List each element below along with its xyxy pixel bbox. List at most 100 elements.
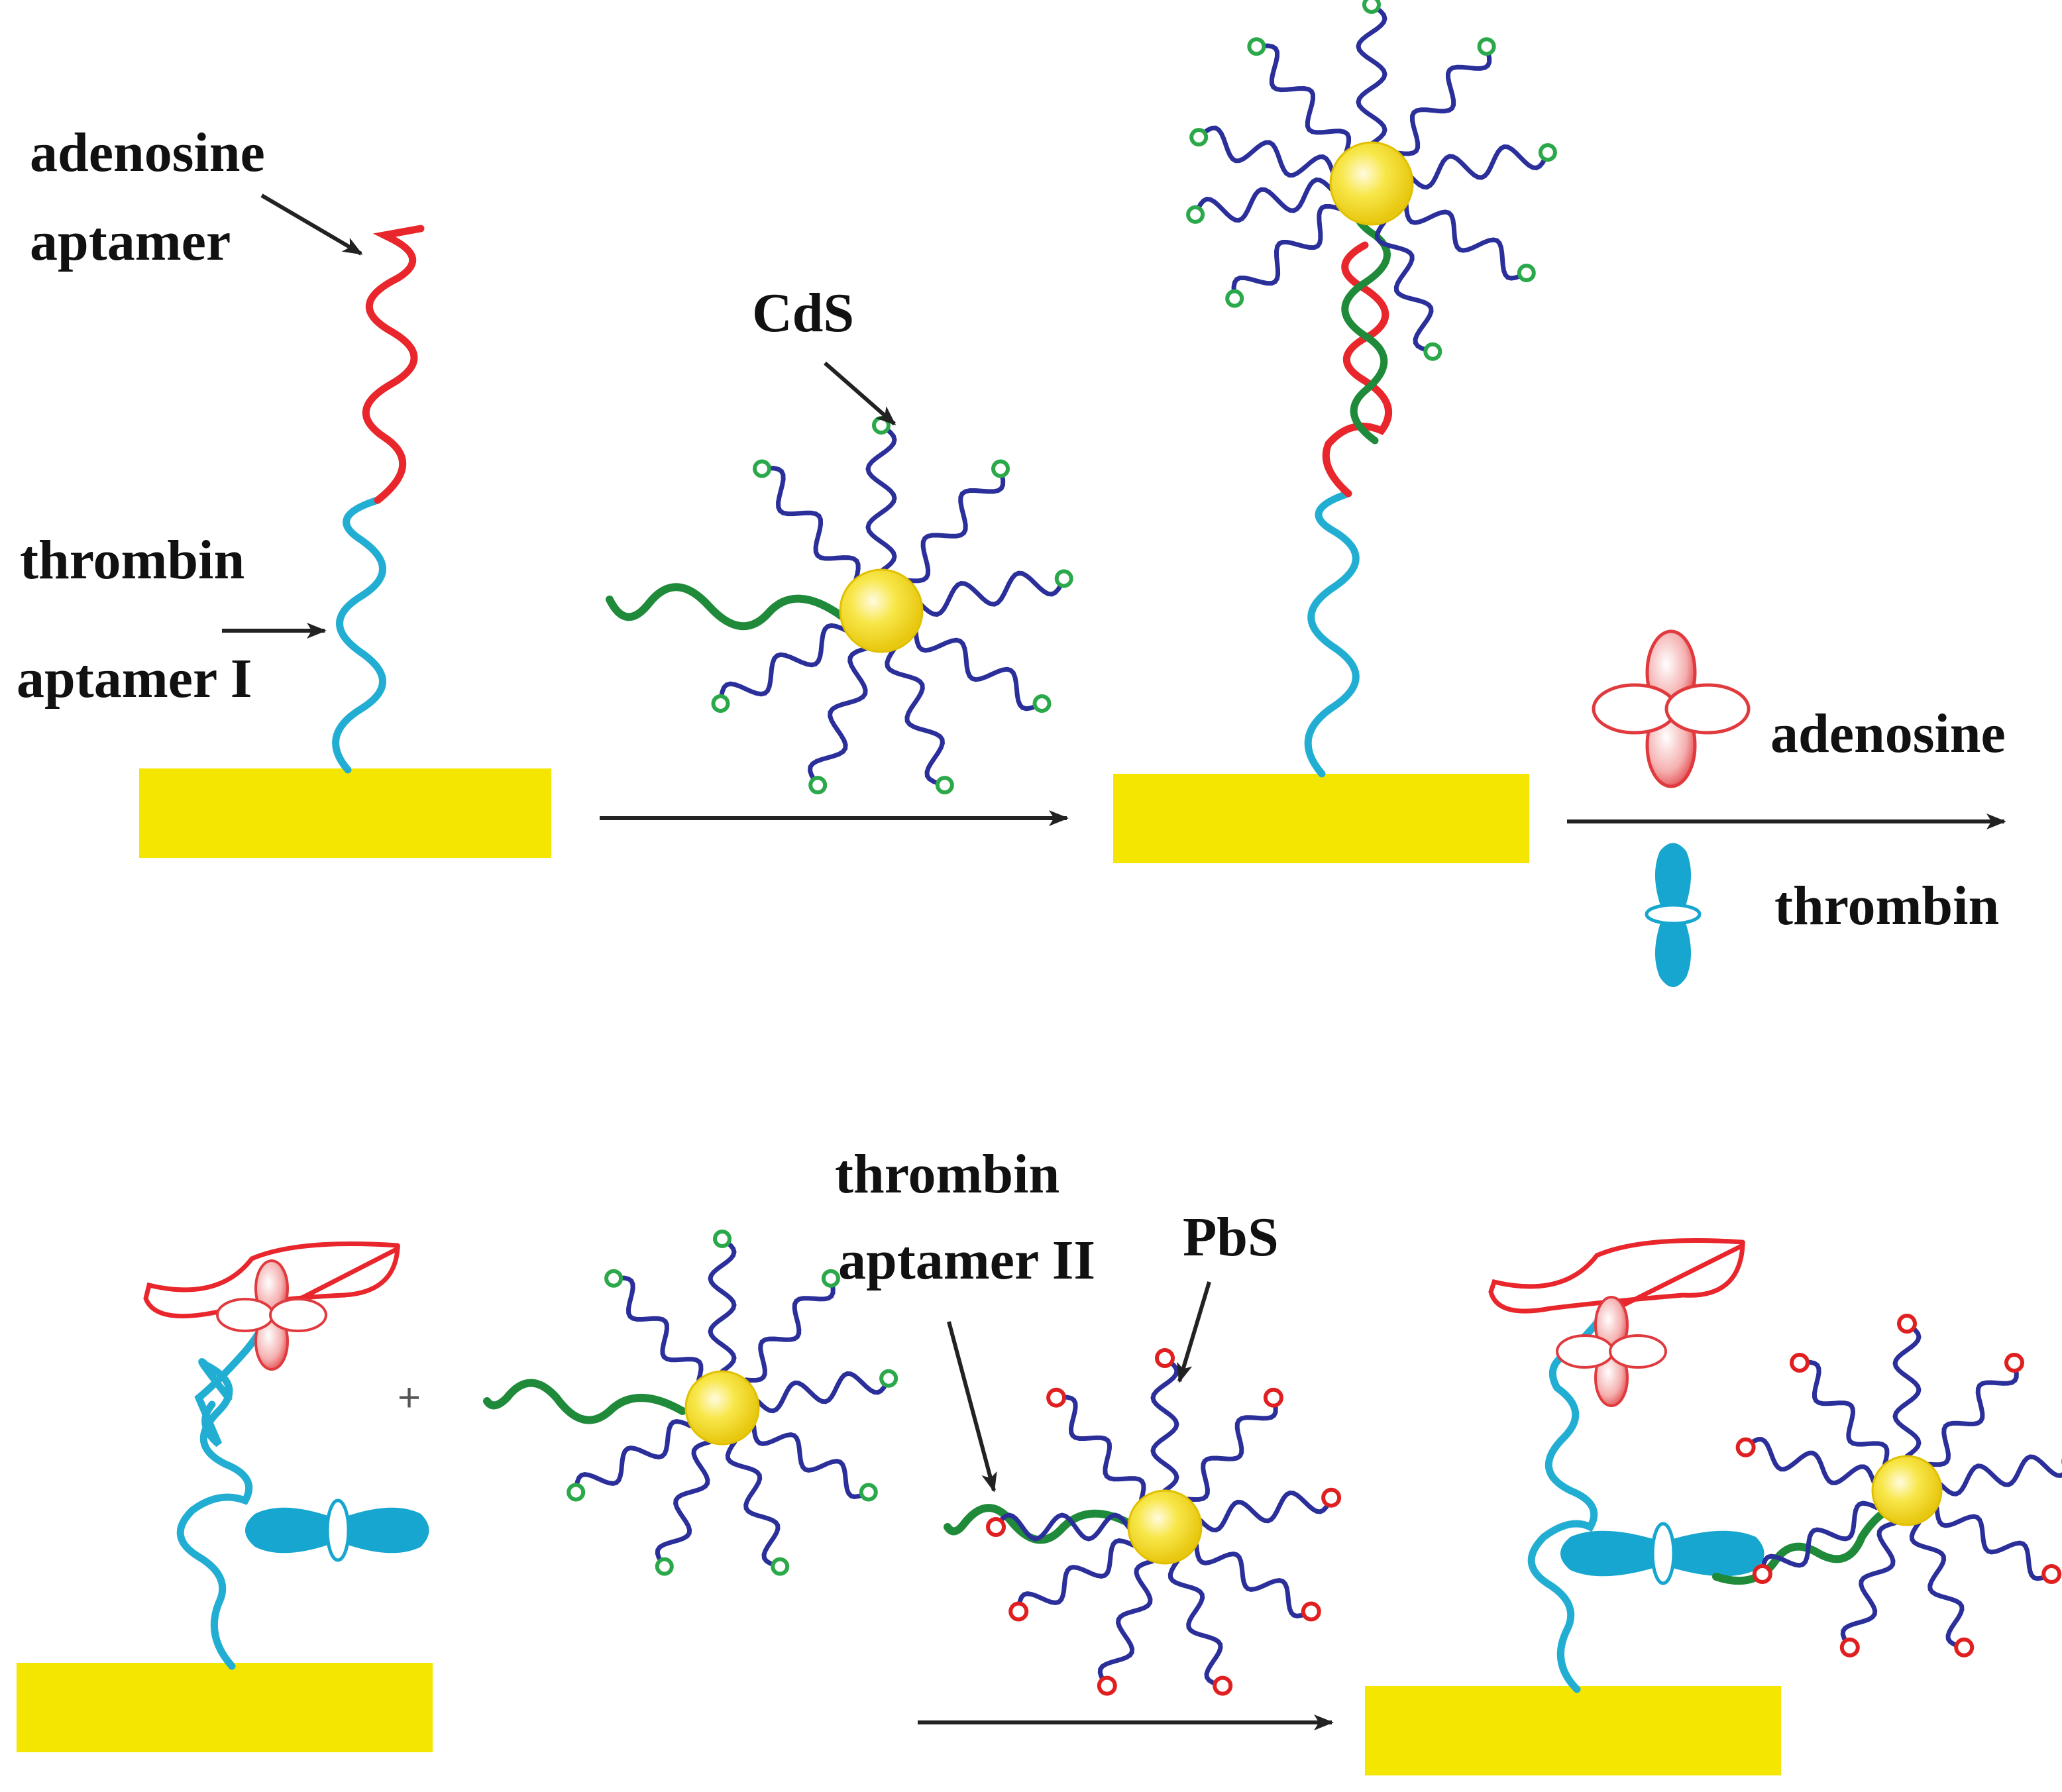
signal-tag-icon [1008, 1601, 1029, 1622]
signal-tag-icon [1186, 205, 1205, 224]
cds-nanoparticle-conjugate: CdS [606, 282, 1073, 795]
signal-tag-icon [991, 459, 1010, 478]
capture-dna-arm [1356, 2, 1387, 146]
signal-tag-icon [935, 776, 954, 795]
signal-tag-icon [1032, 694, 1052, 713]
panel-top-right [1113, 0, 1557, 863]
signal-tag-icon [1839, 1637, 1860, 1658]
signal-tag-icon [1155, 1348, 1175, 1368]
capture-dna-arm [1167, 1559, 1225, 1689]
signal-tag-icon [859, 1483, 878, 1502]
capture-dna-arms [711, 416, 1073, 795]
signal-tag-icon [2041, 1564, 2062, 1584]
signal-tag-icon [1046, 1387, 1067, 1408]
signal-tag-icon [567, 1483, 586, 1502]
thrombin-aptamer-strand [1527, 1311, 1607, 1693]
capture-dna-arm [885, 645, 948, 788]
capture-dna-arm [1054, 1395, 1146, 1502]
cds-nanoparticle-conjugate [483, 1230, 898, 1576]
thrombin-aptamer2-pointer [947, 1321, 997, 1493]
signal-tag-icon [1321, 1487, 1342, 1508]
capture-dna-arm [755, 1371, 891, 1414]
adenosine-molecule-icon [216, 1259, 327, 1371]
gold-substrate [1365, 1686, 1781, 1775]
thrombin-protein-icon [245, 1499, 429, 1562]
signal-tag-icon [1301, 1601, 1321, 1622]
signal-tag-icon [1247, 37, 1266, 56]
gold-substrate [17, 1663, 433, 1752]
capture-dna-arm [918, 570, 1067, 617]
panel-bottom-right [1365, 1238, 2062, 1775]
panel-bottom-left [17, 1241, 433, 1752]
capture-dna-arm [655, 1440, 712, 1569]
capture-dna-arm [1797, 1359, 1890, 1467]
analyte-addition-step: adenosine thrombin [1567, 629, 2006, 987]
signal-tag-icon [771, 1557, 790, 1576]
signal-tag-icon [1897, 1314, 1917, 1334]
label-adenosine-aptamer-line1: adenosine [30, 122, 265, 184]
capture-dna-arms [1735, 1314, 2062, 1658]
capture-dna-arm [1196, 125, 1336, 178]
capture-dna-arm [1909, 1520, 1967, 1650]
signal-tag-icon [713, 1230, 732, 1248]
capture-dna-arm [807, 645, 870, 788]
nanoparticle-icon [1871, 1455, 1943, 1526]
gold-substrate [1113, 774, 1529, 863]
capture-dna-arm [718, 623, 849, 706]
label-legend-thrombin: thrombin [1774, 875, 1999, 937]
cds-pointer [824, 361, 896, 426]
capture-dna-arm [1408, 144, 1550, 190]
signal-tag-icon [1097, 1675, 1117, 1696]
capture-dna-arm [1097, 1559, 1155, 1689]
plus-sign: + [398, 1375, 421, 1420]
capture-dna-arm [1934, 1505, 2054, 1581]
label-adenosine-aptamer-line2: aptamer [30, 211, 231, 272]
signal-tag-icon [1225, 289, 1244, 308]
signal-tag-icon [1189, 128, 1209, 147]
linker-dna-strand [606, 583, 845, 631]
gold-substrate [139, 768, 551, 858]
thrombin-protein-icon [1560, 1522, 1764, 1585]
pbs-nanoparticle-conjugate: thrombin aptamer II PbS [835, 1143, 1342, 1696]
label-thrombin-aptamer2-line1: thrombin [835, 1143, 1059, 1205]
capture-dna-arm [1016, 1538, 1136, 1614]
linker-dna-strand [483, 1379, 686, 1424]
linker-dna-strand [1341, 178, 1391, 445]
capture-dna-arm [1926, 1360, 2019, 1467]
label-thrombin-aptamer2-line2: aptamer II [838, 1230, 1095, 1291]
capture-dna-arms [567, 1230, 898, 1576]
adenosine-molecule-icon [1556, 1296, 1667, 1407]
thrombin-aptamer-strand [332, 496, 386, 774]
capture-dna-arm [708, 1236, 737, 1374]
capture-dna-arm [751, 1424, 871, 1499]
panel-top-left: adenosine aptamer thrombin aptamer I [17, 122, 551, 858]
thrombin-aptamer-strand [176, 1358, 253, 1670]
capture-dna-arm [1938, 1454, 2062, 1497]
capture-dna-arm [1150, 1355, 1179, 1493]
capture-dna-arm [725, 1440, 783, 1569]
capture-dna-arm [743, 1276, 836, 1383]
signal-tag-icon [808, 776, 828, 795]
capture-dna-arm [1892, 1321, 1922, 1459]
capture-dna-arm [1760, 1501, 1880, 1577]
signal-tag-icon [872, 416, 891, 435]
capture-dna-arm [611, 1275, 704, 1383]
signal-tag-icon [1477, 37, 1496, 56]
signal-tag-icon [1423, 342, 1442, 361]
signal-tag-icon [1362, 0, 1381, 14]
capture-dna-arm [1374, 218, 1435, 354]
label-legend-adenosine: adenosine [1770, 703, 2006, 764]
capture-dna-arm [759, 466, 861, 583]
label-thrombin-aptamer1-line2: aptamer I [17, 648, 252, 710]
signal-tag-icon [753, 459, 771, 478]
capture-dna-arm [1185, 1395, 1278, 1502]
capture-dna-arm [1395, 44, 1492, 156]
capture-dna-arm [1231, 204, 1344, 301]
label-thrombin-aptamer1-line1: thrombin [20, 529, 244, 591]
capture-dna-arm [1194, 1543, 1314, 1618]
adenosine-aptamer-folded [143, 1241, 400, 1319]
capture-dna-arm [904, 466, 1006, 584]
signal-tag-icon [986, 1517, 1006, 1537]
signal-tag-icon [1735, 1437, 1756, 1457]
